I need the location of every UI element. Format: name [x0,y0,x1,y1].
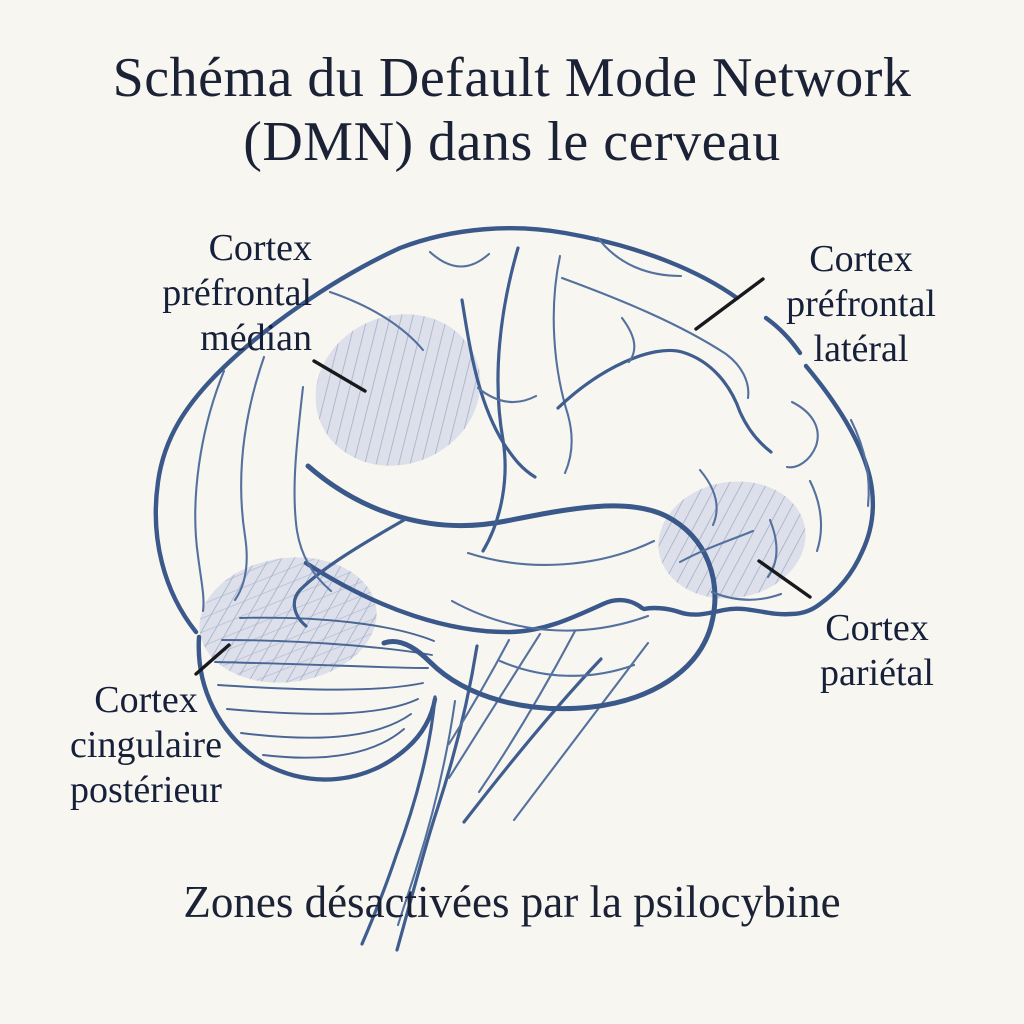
leader-cingulaire [194,643,231,676]
region-cortex-prefrontal-median [315,314,481,466]
gyri-folds [194,236,870,613]
label-cortex-parietal: Cortex pariétal [787,606,967,696]
brain-outline [153,226,876,635]
figure-caption: Zones désactivées par la psilocybine [183,877,841,927]
label-line: pariétal [820,652,934,694]
label-line: Cortex [208,227,312,269]
label-line: Cortex [94,679,198,721]
title-line-1: Schéma du Default Mode Network [112,47,912,109]
label-line: latéral [813,328,909,370]
region-cortex-cingulaire-posterieur [199,557,377,683]
leader-lines [194,277,812,676]
label-cortex-prefrontal-median: Cortex préfrontal médian [62,226,312,361]
figure-title: Schéma du Default Mode Network (DMN) dan… [0,46,1024,174]
title-line-2: (DMN) dans le cerveau [243,111,781,173]
label-line: médian [200,317,312,359]
label-cortex-prefrontal-lateral: Cortex préfrontal latéral [766,237,956,372]
label-line: préfrontal [786,283,936,325]
label-line: cingulaire [70,724,222,766]
label-line: Cortex [809,238,913,280]
leader-prefrontal-lateral [694,277,765,331]
leader-prefrontal-median [312,359,367,393]
label-line: postérieur [70,769,222,811]
temporal-lobe [292,463,718,712]
label-cortex-cingulaire-posterieur: Cortex cingulaire postérieur [36,678,256,813]
label-line: préfrontal [162,272,312,314]
label-line: Cortex [825,607,929,649]
leader-parietal [757,559,812,599]
